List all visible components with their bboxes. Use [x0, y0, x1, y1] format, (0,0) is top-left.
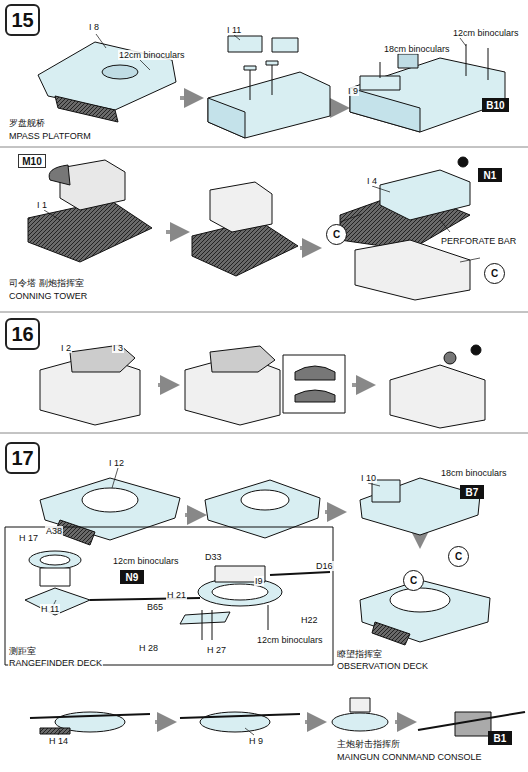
node-text: B10: [486, 100, 504, 111]
part-sheet-tag: N9: [120, 570, 144, 584]
part-sheet-tag: B10: [482, 98, 509, 112]
node-text: M10: [22, 156, 41, 167]
part-number: H 14: [48, 736, 69, 746]
node-text: B1: [494, 733, 507, 744]
callout-label: PERFORATE BAR: [440, 236, 517, 246]
step-number: 15: [5, 4, 40, 36]
callout-label: 12cm binoculars: [256, 635, 324, 645]
part-number: I 4: [366, 176, 378, 186]
node-text: C: [455, 551, 462, 562]
step-number: 17: [5, 442, 40, 474]
callout-label: 18cm binoculars: [383, 44, 451, 54]
node-text: 16: [11, 323, 33, 346]
callout-label: 18cm binoculars: [440, 468, 508, 478]
part-number: H 11: [40, 604, 60, 614]
callout-label: 主炮射击指挥所: [336, 739, 401, 749]
part-number: H22: [300, 615, 319, 625]
callout-label: MPASS PLATFORM: [8, 131, 92, 141]
part-sheet-tag: B1: [488, 731, 512, 745]
node-text: C: [491, 268, 498, 279]
part-number: B65: [146, 602, 164, 612]
part-number: I 3: [112, 343, 124, 353]
part-number: D33: [204, 552, 223, 562]
detail-callout: C: [326, 224, 347, 245]
callout-label: MAINGUN CONNMAND CONSOLE: [336, 752, 483, 762]
part-number: I 1: [36, 200, 48, 210]
part-sheet-tag: M10: [18, 154, 46, 168]
node-text: C: [410, 575, 417, 586]
node-text: N1: [484, 170, 497, 181]
part-sheet-tag: N1: [478, 168, 502, 182]
part-number: I 2: [60, 343, 72, 353]
part-number: H 21: [166, 590, 187, 600]
part-number: D16: [315, 561, 334, 571]
callout-label: 测距室: [8, 646, 37, 656]
detail-callout: C: [448, 546, 469, 567]
callout-label: 12cm binoculars: [118, 50, 186, 60]
callout-label: 瞭望指挥室: [336, 649, 383, 659]
callout-label: 罗盘舰桥: [8, 118, 46, 128]
callout-label: 12cm binoculars: [112, 556, 180, 566]
callout-label: RANGEFINDER DECK: [8, 658, 103, 668]
step-number: 16: [5, 318, 40, 350]
callout-label: 12cm binoculars: [452, 28, 520, 38]
node-text: 17: [11, 447, 33, 470]
part-number: I 12: [108, 458, 125, 468]
node-text: N9: [126, 572, 139, 583]
node-text: C: [333, 229, 340, 240]
callout-label: 司令塔 副炮指挥室: [8, 278, 85, 288]
part-sheet-tag: B7: [460, 485, 484, 499]
part-number: H 17: [18, 533, 39, 543]
part-number: A38: [45, 526, 63, 536]
part-number: I 8: [88, 22, 100, 32]
callout-label: CONNING TOWER: [8, 291, 88, 301]
part-number: I9: [254, 576, 264, 586]
part-number: I 9: [347, 86, 359, 96]
part-number: H 27: [206, 645, 227, 655]
part-number: H 9: [248, 736, 264, 746]
node-text: 15: [11, 9, 33, 32]
part-number: I 10: [360, 473, 377, 483]
detail-callout: C: [484, 263, 505, 284]
detail-callout: C: [403, 570, 424, 591]
part-number: I 11: [226, 25, 242, 35]
callout-label: OBSERVATION DECK: [336, 661, 429, 671]
node-text: B7: [466, 487, 479, 498]
part-number: H 28: [138, 643, 159, 653]
